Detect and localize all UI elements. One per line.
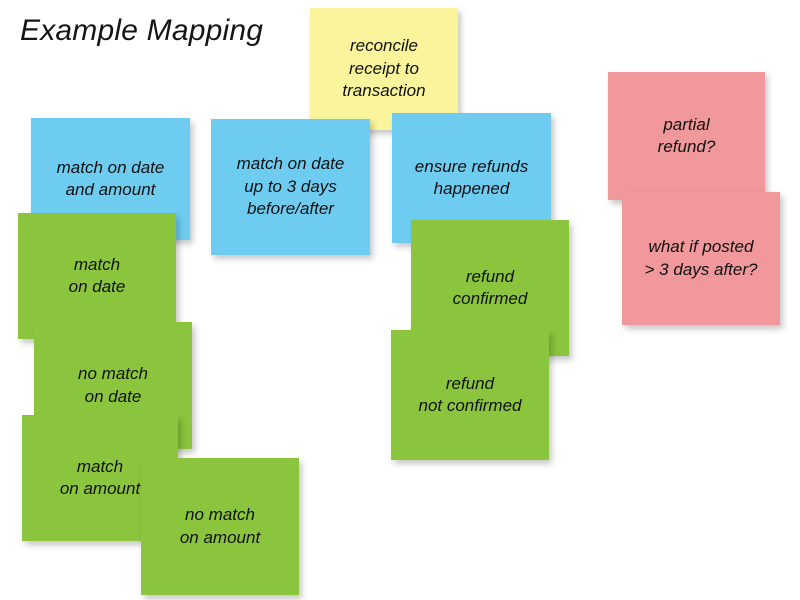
sticky-note-text: what if posted > 3 days after?	[644, 237, 758, 279]
sticky-note-text: match on date	[68, 254, 126, 296]
sticky-note-text: partial refund?	[657, 114, 716, 156]
sticky-note-question-partial-refund[interactable]: partial refund?	[608, 72, 765, 200]
page-title: Example Mapping	[20, 14, 264, 47]
sticky-note-example-match-on-date[interactable]: match on date	[18, 213, 176, 339]
sticky-note-text: match on date up to 3 days before/after	[236, 154, 345, 219]
sticky-note-text: match on amount	[59, 456, 141, 498]
sticky-note-text: no match on amount	[179, 505, 261, 547]
sticky-note-example-no-match-on-amount[interactable]: no match on amount	[141, 458, 299, 595]
sticky-note-text: no match on date	[78, 364, 148, 406]
sticky-note-text: reconcile receipt to transaction	[342, 36, 426, 101]
sticky-note-text: match on date and amount	[56, 157, 165, 199]
sticky-note-story-reconcile[interactable]: reconcile receipt to transaction	[310, 8, 458, 130]
sticky-note-text: refund confirmed	[452, 266, 528, 308]
sticky-note-rule-match-date-3days[interactable]: match on date up to 3 days before/after	[211, 119, 370, 255]
sticky-note-question-posted-3-days-after[interactable]: what if posted > 3 days after?	[622, 192, 780, 325]
sticky-note-text: refund not confirmed	[418, 373, 522, 415]
sticky-note-text: ensure refunds happened	[414, 156, 529, 198]
sticky-note-example-refund-not-confirmed[interactable]: refund not confirmed	[391, 330, 549, 460]
